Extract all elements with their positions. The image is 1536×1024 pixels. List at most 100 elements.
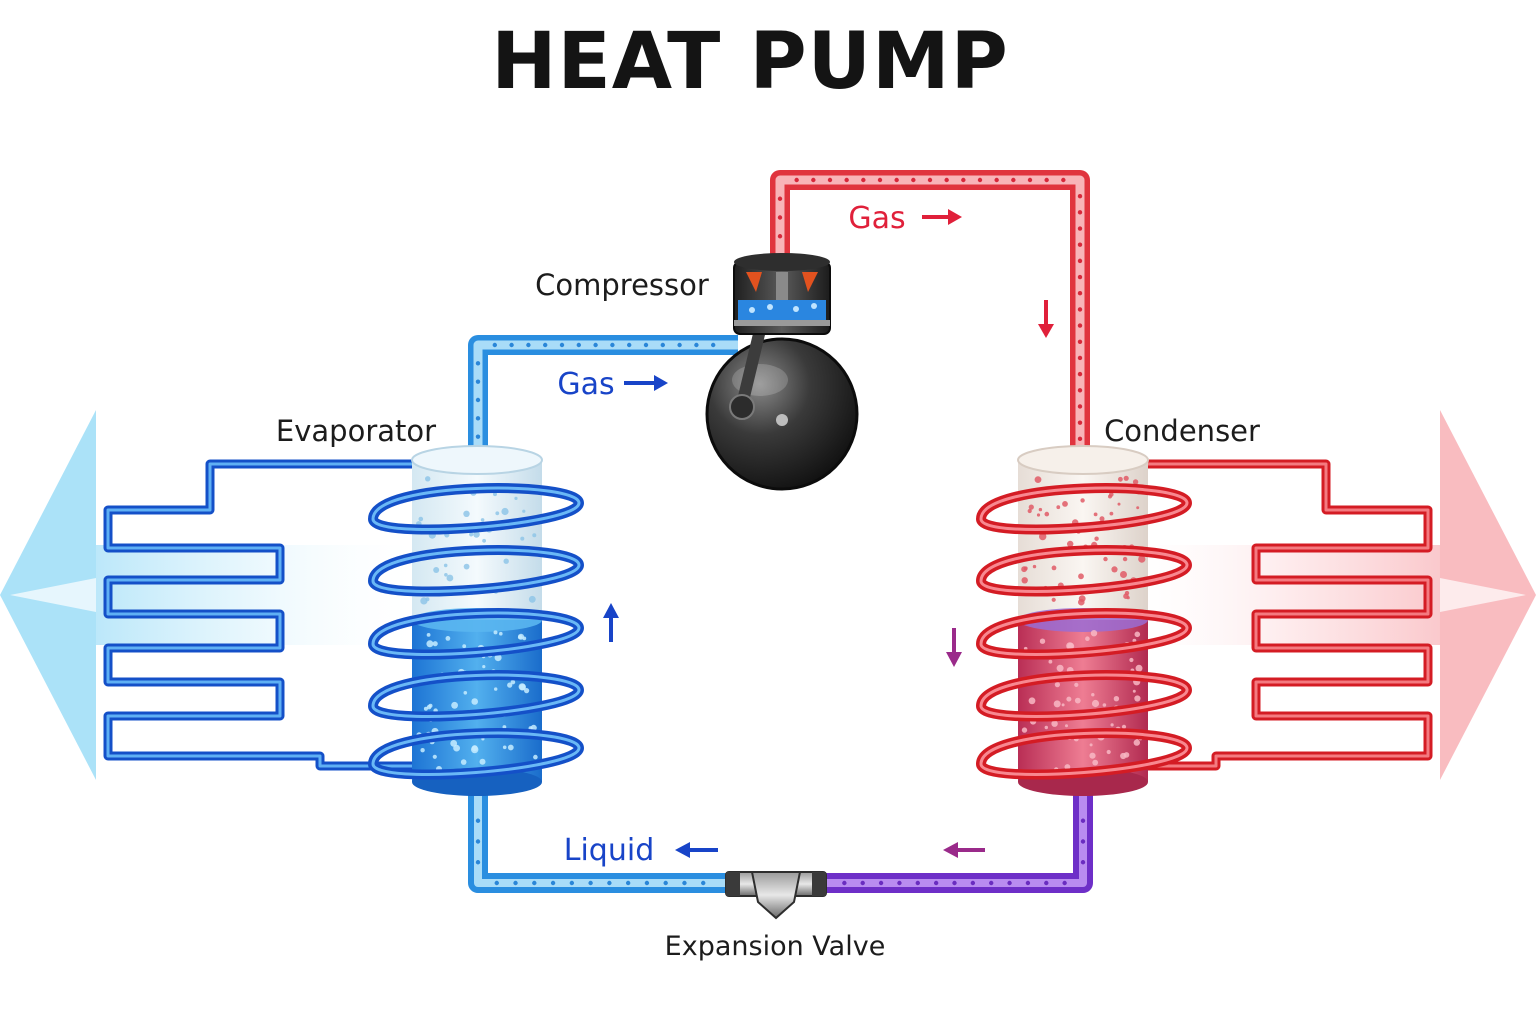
bubble [426,704,432,710]
pipe-bubble [1077,404,1083,409]
pipe-bubble [877,177,883,183]
pipe-bubble [694,342,699,348]
bubble [453,744,460,752]
condenser-label: Condenser [1104,414,1260,448]
bubble [420,748,425,753]
flow-arrow-gas-top [922,209,962,225]
bubble [1051,720,1058,727]
pipe-bubble [494,880,499,886]
pipe-bubble [526,342,531,348]
bubble [1093,512,1098,517]
bubble [1080,498,1085,503]
pipe-bubble [1080,839,1086,844]
bubble [1062,501,1068,507]
bubble [1091,693,1095,697]
bubble [1106,749,1111,755]
pipe-bubble [1077,274,1083,280]
evaporator-label: Evaporator [276,414,436,448]
bubble [1109,492,1114,497]
bubble [1120,752,1127,760]
pipe-bubble [1077,242,1083,247]
pipe-bubble [860,880,865,886]
pipe-bubble [550,880,556,886]
bubble [432,754,437,759]
pipe-bubble [1077,420,1083,425]
coil-loop-highlight [979,548,1189,593]
bubble [1129,657,1134,663]
bubble [499,631,503,636]
coil-loop-highlight [371,731,581,776]
pipe-bubble [643,342,649,348]
pipe-bubble [811,177,816,183]
pipe-bubble [915,880,920,886]
bubble [1051,597,1056,602]
pipe-bubble [970,880,976,886]
bubble [1118,476,1123,482]
bubble [1089,743,1093,747]
bubble [482,538,486,543]
bubble [471,698,479,705]
bubble [1123,475,1129,481]
pipe-bubble [475,361,481,366]
bubble [1078,573,1084,580]
bubble [469,532,474,537]
flow-arrow-left-blue [675,842,718,858]
flow-arrow-down-purple [946,628,962,667]
bubble [1074,697,1081,704]
pipe-bubble [559,342,565,348]
bubble [502,725,507,729]
bubble [493,492,497,497]
pipe-bubble [861,177,866,183]
bubble [495,511,500,516]
pipe-bubble [961,177,966,183]
bubble [1056,664,1064,672]
pipe-bubble [1077,355,1083,361]
pipe-bubble [911,177,916,183]
bubble [451,701,458,709]
bubble [1067,540,1074,548]
bubble [471,745,479,754]
bubble [1122,556,1128,562]
bubble [1124,590,1130,596]
coil-loop-highlight [979,673,1189,718]
pipe-bubble [475,397,481,403]
coil-loop-highlight [979,731,1189,776]
pipe-bubble [711,342,716,348]
pipe-bubble [475,379,481,384]
bubble [1044,725,1049,730]
bubble [528,595,536,603]
liquid-label: Liquid [564,833,654,868]
bubble [463,563,470,570]
pipe-bubble [475,839,481,844]
pipe-bubble [682,880,687,886]
bubble [1064,764,1071,770]
gas-label-top: Gas [848,201,905,236]
bubble [1089,752,1096,759]
pipe-bubble [842,880,847,886]
pipe-bubble [794,177,799,183]
flow-arrow-up-blue [603,603,619,642]
flow-arrow-down-red [1038,300,1054,338]
pipe-bubble [952,880,957,886]
bubble [1027,508,1032,514]
bubble [1133,739,1141,746]
compressor [705,253,859,491]
compressor-label: Compressor [535,268,709,302]
page-title: HEAT PUMP [491,17,1009,107]
pipe-bubble [588,880,593,886]
bubble [1085,636,1090,641]
pipe-bubble [663,880,668,886]
pipe-bubble [513,880,518,886]
bubble [443,563,448,568]
pipe-bubble [1061,177,1066,183]
bubble [1021,727,1028,733]
bubble [1091,699,1100,708]
condenser-coil [976,483,1193,780]
bubble [1090,630,1098,637]
pipe-bubble [543,342,548,348]
pipe-bubble [1080,818,1086,823]
bubble [1109,511,1114,516]
bubble [1094,536,1099,541]
pipe-bubble [994,177,999,183]
pipe-bubble [475,818,481,823]
